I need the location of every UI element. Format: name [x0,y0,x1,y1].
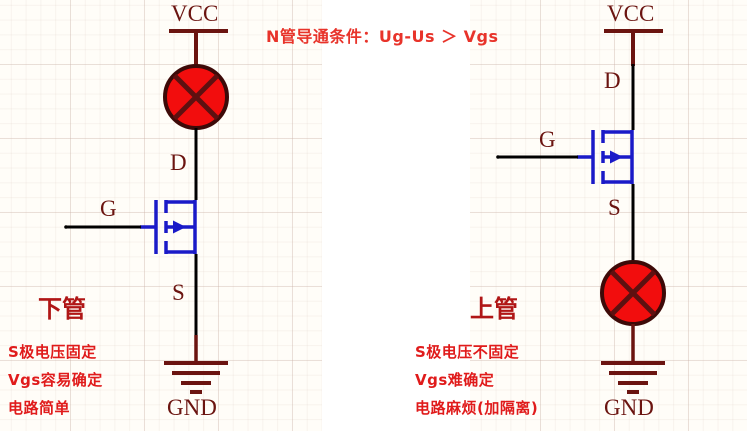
right-vcc-label: VCC [607,1,655,26]
left-gate-wire [64,225,141,229]
right-vcc-symbol [604,29,663,66]
left-note-2: 电路简单 [8,399,71,417]
left-vcc-symbol [169,29,228,66]
left-drain-label: D [170,150,187,175]
left-gnd-symbol [164,361,228,394]
right-gate-wire [496,155,578,159]
left-caption-title: 下管 [38,295,86,323]
left-circuit-group [64,29,229,394]
right-gnd-symbol [601,361,665,394]
left-source-label: S [172,280,185,305]
right-gate-label: G [539,127,556,152]
right-drain-label: D [604,68,621,93]
right-caption-title: 上管 [470,295,518,323]
conduction-condition-text: N管导通条件：Ug-Us ＞ Vgs [266,27,499,46]
left-gate-label: G [100,196,117,221]
right-gnd-label: GND [604,395,654,420]
left-note-1: Vgs容易确定 [8,371,103,389]
right-mosfet-symbol [577,130,634,184]
right-circuit-group [496,29,666,394]
grid-background-right [470,0,747,431]
left-gnd-label: GND [167,395,217,420]
left-vcc-label: VCC [171,1,219,26]
left-mosfet-symbol [140,200,197,254]
right-source-label: S [608,195,621,220]
right-lamp-symbol [600,260,666,326]
grid-background-left [0,0,322,431]
right-note-0: S极电压不固定 [415,343,520,361]
left-lamp-symbol [163,64,229,130]
right-note-2: 电路麻烦(加隔离) [415,399,539,417]
right-note-1: Vgs难确定 [415,371,495,389]
left-note-0: S极电压固定 [8,343,97,361]
